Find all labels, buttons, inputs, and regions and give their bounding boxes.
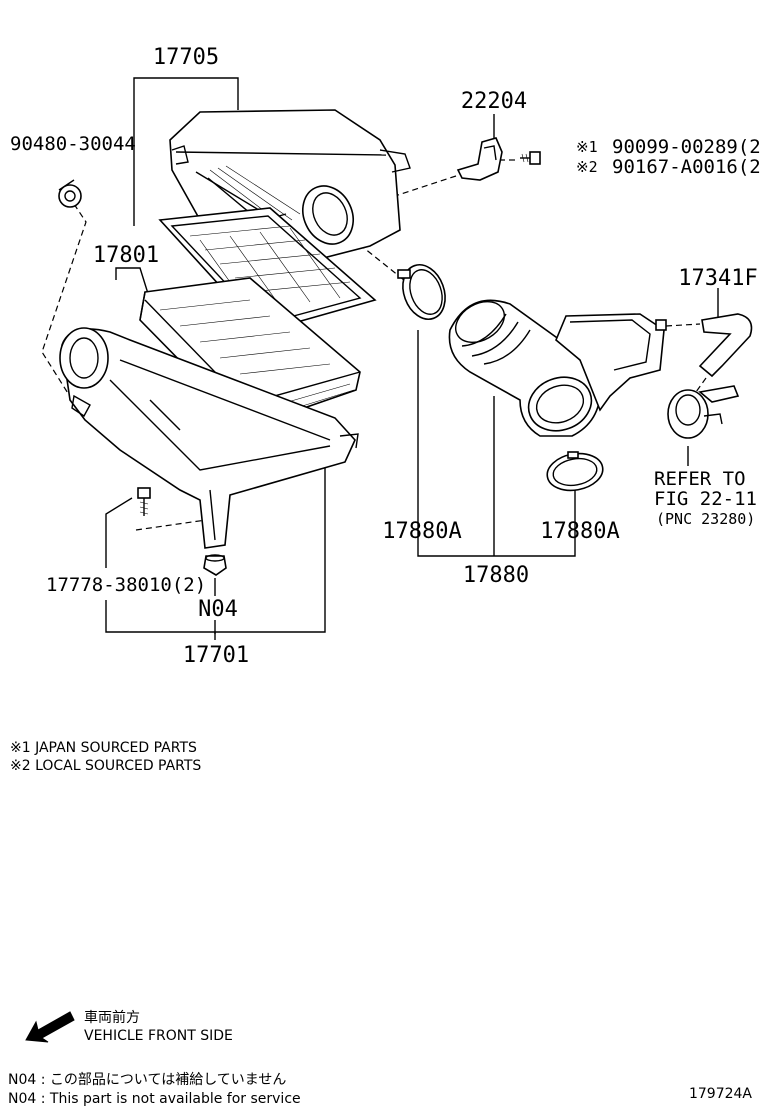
grommet-90480: [58, 179, 82, 208]
n04-note-jp: N04 : この部品については補給していません: [8, 1072, 286, 1088]
hose-clamp-17880A-left: [397, 264, 446, 320]
grommet-n04: [203, 554, 227, 576]
front-label-jp: 車両前方: [84, 1009, 140, 1026]
label-22204: 22204: [461, 89, 527, 114]
source-notes: ※1 JAPAN SOURCED PARTS ※2 LOCAL SOURCED …: [10, 740, 201, 774]
label-17880A-left: 17880A: [382, 519, 461, 544]
label-90167-A0016: 90167-A0016(2): [612, 156, 760, 178]
marker-1: ※1: [576, 138, 598, 156]
screw-90099: [520, 151, 541, 165]
mass-airflow-sensor-22204: [456, 137, 503, 181]
front-arrow-icon: [25, 1011, 75, 1043]
footer-notes: N04 : この部品については補給していません N04 : This part …: [8, 1072, 752, 1107]
refer-line-3: (PNC 23280): [656, 510, 755, 528]
label-17705: 17705: [153, 45, 219, 70]
refer-line-2: FIG 22-11: [654, 488, 757, 510]
note-japan-sourced: ※1 JAPAN SOURCED PARTS: [10, 740, 197, 756]
label-17778-38010: 17778-38010(2): [46, 574, 206, 596]
label-17801: 17801: [93, 243, 159, 268]
part-number-labels: 17705 90480-30044 22204 ※1 90099-00289(2…: [10, 45, 760, 668]
marker-2: ※2: [576, 158, 598, 176]
hose-clamp-17880A-right: [546, 451, 604, 492]
label-17341F: 17341F: [678, 266, 757, 291]
figure-id: 179724A: [689, 1086, 752, 1102]
label-90480-30044: 90480-30044: [10, 133, 136, 155]
label-17880A-right: 17880A: [540, 519, 619, 544]
leader-lines: [105, 77, 719, 640]
note-local-sourced: ※2 LOCAL SOURCED PARTS: [10, 758, 201, 774]
label-n04: N04: [198, 597, 238, 622]
vehicle-front-indicator: 車両前方 VEHICLE FRONT SIDE: [25, 1009, 233, 1044]
refer-line-1: REFER TO: [654, 468, 746, 490]
pcv-valve-reference: [667, 385, 740, 439]
air-cleaner-case-17701: [59, 327, 359, 549]
front-label-en: VEHICLE FRONT SIDE: [84, 1028, 233, 1044]
label-17880: 17880: [463, 563, 529, 588]
label-90099-00289: 90099-00289(2): [612, 136, 760, 158]
hose-17341F: [665, 313, 753, 393]
intake-hose-17880: [448, 299, 667, 437]
n04-note-en: N04 : This part is not available for ser…: [8, 1091, 301, 1107]
air-filter-17801: [139, 207, 377, 429]
label-17701: 17701: [183, 643, 249, 668]
bolt-17778: [137, 487, 151, 516]
